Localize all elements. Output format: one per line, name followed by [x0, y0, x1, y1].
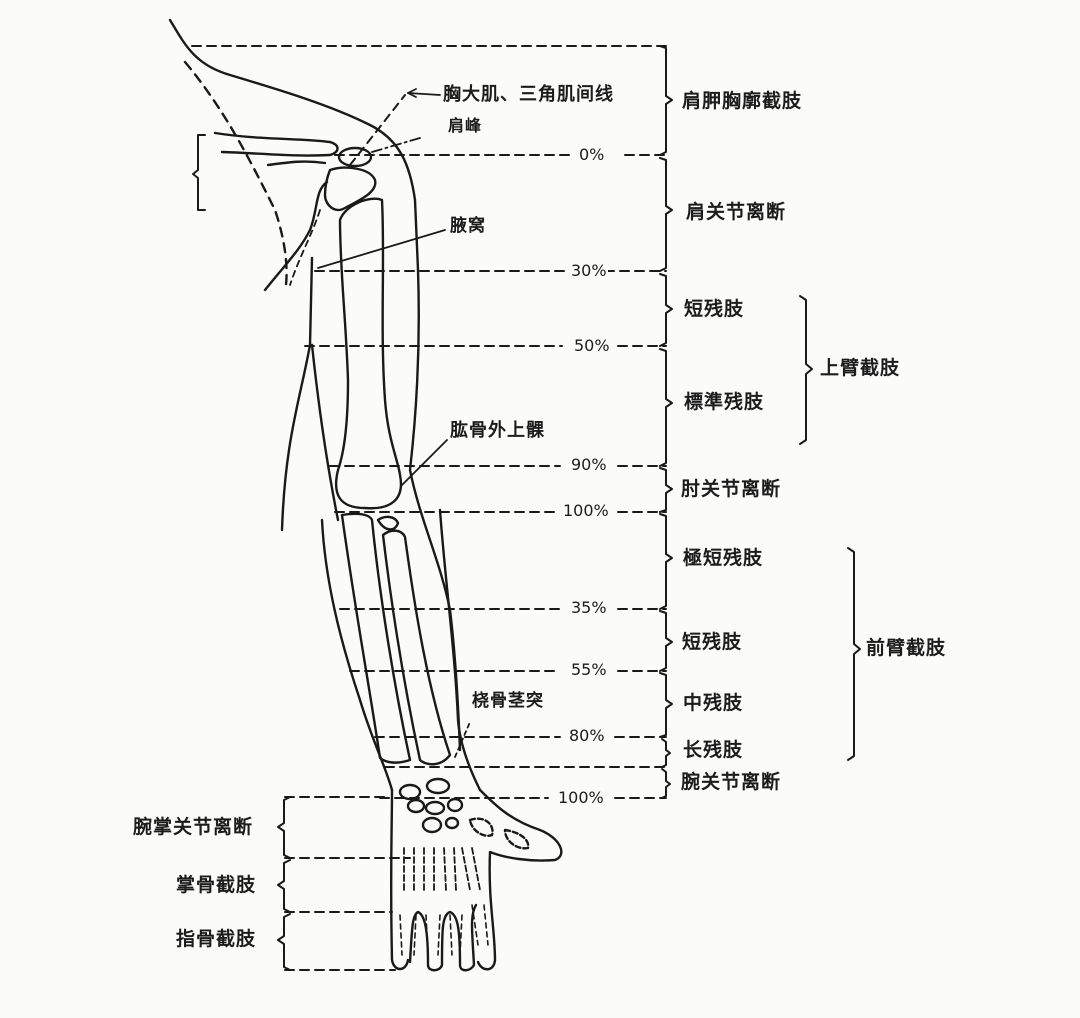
marker-forearm-100: 100%: [557, 788, 605, 807]
marker-forearm-80: 80%: [568, 726, 606, 745]
label-forequarter-amputation: 肩胛胸廓截肢: [682, 90, 803, 112]
marker-humerus-30: 30%: [570, 261, 608, 280]
marker-forearm-35: 35%: [570, 598, 608, 617]
label-shoulder-disarticulation: 肩关节离断: [686, 201, 787, 223]
humerus-bone: [334, 197, 403, 510]
marker-humerus-90: 90%: [570, 455, 608, 474]
marker-forearm-55: 55%: [570, 660, 608, 679]
marker-humerus-50: 50%: [573, 336, 611, 355]
level-braces: [277, 45, 861, 971]
label-forearm-short-stump: 短残肢: [682, 631, 743, 653]
hand-bones: [389, 777, 563, 972]
label-forearm-very-short-stump: 極短残肢: [683, 547, 764, 569]
label-elbow-disarticulation: 肘关节离断: [681, 478, 782, 500]
label-group-forearm-amputation: 前臂截肢: [866, 637, 947, 659]
marker-humerus-0: 0%: [578, 145, 606, 164]
label-radial-styloid: 桡骨茎突: [472, 691, 544, 711]
level-lines: [191, 45, 667, 971]
label-carpometacarpal-disarticulation: 腕掌关节离断: [133, 816, 254, 838]
marker-humerus-100: 100%: [562, 501, 610, 520]
label-upper-arm-short-stump: 短残肢: [684, 298, 745, 320]
forearm-bones: [320, 508, 482, 792]
label-forearm-long-stump: 长残肢: [683, 739, 744, 761]
leader-lines: [317, 88, 471, 758]
shoulder-outline: [168, 18, 462, 752]
label-deltopectoral-line: 胸大肌、三角肌间线: [443, 84, 614, 105]
label-axilla: 腋窝: [450, 216, 486, 236]
label-phalangeal-amputation: 指骨截肢: [176, 928, 257, 950]
label-group-upper-arm-amputation: 上臂截肢: [820, 357, 901, 379]
label-lateral-epicondyle: 肱骨外上髁: [450, 420, 545, 441]
label-forearm-medium-stump: 中残肢: [683, 692, 744, 714]
label-acromion: 肩峰: [448, 116, 483, 135]
label-metacarpal-amputation: 掌骨截肢: [176, 874, 257, 896]
label-wrist-disarticulation: 腕关节离断: [681, 771, 782, 793]
label-upper-arm-standard-stump: 標準残肢: [684, 391, 765, 413]
